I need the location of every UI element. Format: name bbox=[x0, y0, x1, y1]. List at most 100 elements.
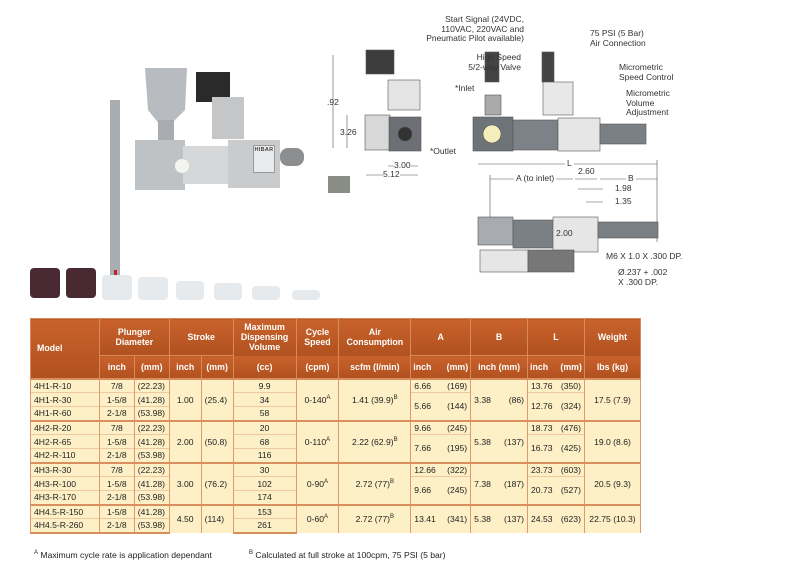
dim-height: .92 bbox=[327, 97, 339, 107]
a-cell-inch: 12.66 bbox=[414, 464, 436, 475]
bore-line: X .300 DP. bbox=[618, 276, 659, 287]
l-cell: 12.76(324) bbox=[527, 392, 585, 421]
b-cell-mm: (137) bbox=[503, 436, 525, 447]
unit-l: inch(mm) bbox=[527, 355, 585, 379]
footnote-text: Maximum cycle rate is application depend… bbox=[40, 550, 212, 560]
unit-mm: (mm) bbox=[200, 355, 234, 379]
plunger-mm-cell: (22.23) bbox=[133, 461, 170, 477]
cycle-value: 0-60 bbox=[306, 514, 325, 524]
l-cell: 18.73(476) bbox=[527, 419, 585, 435]
air-cell: 2.22 (62.9)B bbox=[338, 419, 412, 463]
b-cell-inch: 3.38 bbox=[474, 394, 491, 405]
footnote-mark: B bbox=[390, 514, 395, 521]
header-a: A bbox=[410, 318, 472, 356]
l-cell-mm: (527) bbox=[560, 485, 581, 496]
b-cell: 3.38(86) bbox=[470, 377, 529, 421]
l-cell-inch: 12.76 bbox=[531, 401, 553, 412]
header-volume: Maximum Dispensing Volume bbox=[232, 318, 297, 356]
volume-cell: 174 bbox=[232, 490, 297, 505]
footnote-b: B Calculated at full stroke at 100cpm, 7… bbox=[249, 550, 446, 560]
header-b: B bbox=[470, 318, 529, 356]
cylinder-fragment bbox=[328, 176, 350, 193]
unit-weight: lbs (kg) bbox=[583, 355, 642, 379]
valve-label: High Speed 5/2-way Valve bbox=[440, 52, 521, 72]
volume-cell: 30 bbox=[232, 461, 297, 477]
l-cell-mm: (623) bbox=[560, 514, 581, 524]
dim-2-60: 2.60 bbox=[578, 166, 595, 177]
plunger-inch-cell: 7/8 bbox=[98, 461, 135, 477]
l-cell-mm: (603) bbox=[560, 464, 581, 475]
unit-air: scfm (l/min) bbox=[338, 355, 412, 379]
thread-spec: M6 X 1.0 X .300 DP. bbox=[606, 251, 683, 261]
model-cell: 4H3-R-30 bbox=[30, 461, 100, 477]
air-value: 2.22 (62.9) bbox=[352, 436, 394, 447]
weight-cell: 17.5 (7.9) bbox=[583, 377, 642, 421]
plunger-inch-cell: 2-1/8 bbox=[98, 518, 135, 534]
valve-line: 5/2-way Valve bbox=[468, 61, 521, 72]
a-cell: 6.66(169) bbox=[410, 377, 472, 393]
dim-5-12: 5.12 bbox=[383, 169, 400, 180]
plunger-mm-cell: (53.98) bbox=[133, 406, 170, 421]
start-signal-line: Start Signal (24VDC, bbox=[445, 14, 524, 24]
a-cell-inch: 7.66 bbox=[414, 443, 432, 454]
b-cell-mm: (187) bbox=[503, 478, 525, 489]
spec-table: Model Plunger Diameter Stroke Maximum Di… bbox=[30, 318, 642, 534]
header-air: Air Consumption bbox=[338, 318, 412, 356]
l-cell-inch: 23.73 bbox=[531, 464, 553, 475]
header-stroke: Stroke bbox=[168, 318, 234, 356]
dim-1-35: 1.35 bbox=[615, 196, 632, 206]
volume-cell: 102 bbox=[232, 476, 297, 491]
air-connection-label: 75 PSI (5 Bar) Air Connection bbox=[590, 28, 646, 48]
weight-cell: 20.5 (9.3) bbox=[583, 461, 642, 505]
l-cell-mm: (425) bbox=[560, 443, 581, 454]
plunger-mm-cell: (22.23) bbox=[133, 419, 170, 435]
stroke-mm-cell: (50.8) bbox=[200, 419, 234, 463]
a-cell-inch: 9.66 bbox=[414, 485, 432, 496]
b-cell: 5.38 (137) bbox=[470, 503, 529, 533]
a-cell-mm: (245) bbox=[447, 422, 468, 433]
footnote-mark: B bbox=[393, 436, 398, 443]
header-plunger: Plunger Diameter bbox=[98, 318, 170, 356]
start-signal-line: 110VAC, 220VAC and bbox=[441, 23, 524, 34]
l-cell-inch: 20.73 bbox=[531, 485, 553, 496]
plunger-inch-cell: 1-5/8 bbox=[98, 434, 135, 449]
stroke-mm-cell: (76.2) bbox=[200, 461, 234, 505]
brand-label-plate: HIBAR bbox=[253, 145, 275, 173]
a-cell-mm: (341) bbox=[447, 514, 468, 524]
l-cell-inch: 13.76 bbox=[531, 380, 553, 391]
l-cell-mm: (476) bbox=[560, 422, 581, 433]
air-cell: 1.41 (39.9)B bbox=[338, 377, 412, 421]
inlet-label: *Inlet bbox=[455, 83, 475, 93]
model-cell: 4H2-R-65 bbox=[30, 434, 100, 449]
jars bbox=[30, 268, 320, 300]
volume-adjustment-line: Volume bbox=[626, 97, 655, 108]
plunger-inch-cell: 7/8 bbox=[98, 377, 135, 393]
model-cell: 4H1-R-30 bbox=[30, 392, 100, 407]
unit-a: inch(mm) bbox=[410, 355, 472, 379]
b-cell: 5.38 (137) bbox=[470, 419, 529, 463]
b-cell-mm: (137) bbox=[503, 514, 525, 524]
b-cell-inch: 5.38 bbox=[474, 436, 491, 447]
footnote-mark: A bbox=[326, 436, 331, 443]
plunger-inch-cell: 1-5/8 bbox=[98, 476, 135, 491]
start-signal-line: Pneumatic Pilot available) bbox=[426, 33, 524, 43]
model-cell: 4H4.5-R-260 bbox=[30, 518, 100, 534]
plunger-mm-cell: (41.28) bbox=[133, 392, 170, 407]
b-cell-inch: 5.38 bbox=[474, 514, 491, 524]
l-cell: 20.73 (527) bbox=[527, 476, 585, 505]
header-weight: Weight bbox=[583, 318, 642, 356]
a-cell-inch: 6.66 bbox=[414, 380, 432, 391]
hopper bbox=[145, 68, 187, 142]
stroke-inch-cell: 2.00 bbox=[168, 419, 202, 463]
model-cell: 4H3-R-170 bbox=[30, 490, 100, 505]
air-value: 2.72 (77) bbox=[355, 514, 391, 524]
cycle-value: 0-140 bbox=[304, 394, 327, 405]
